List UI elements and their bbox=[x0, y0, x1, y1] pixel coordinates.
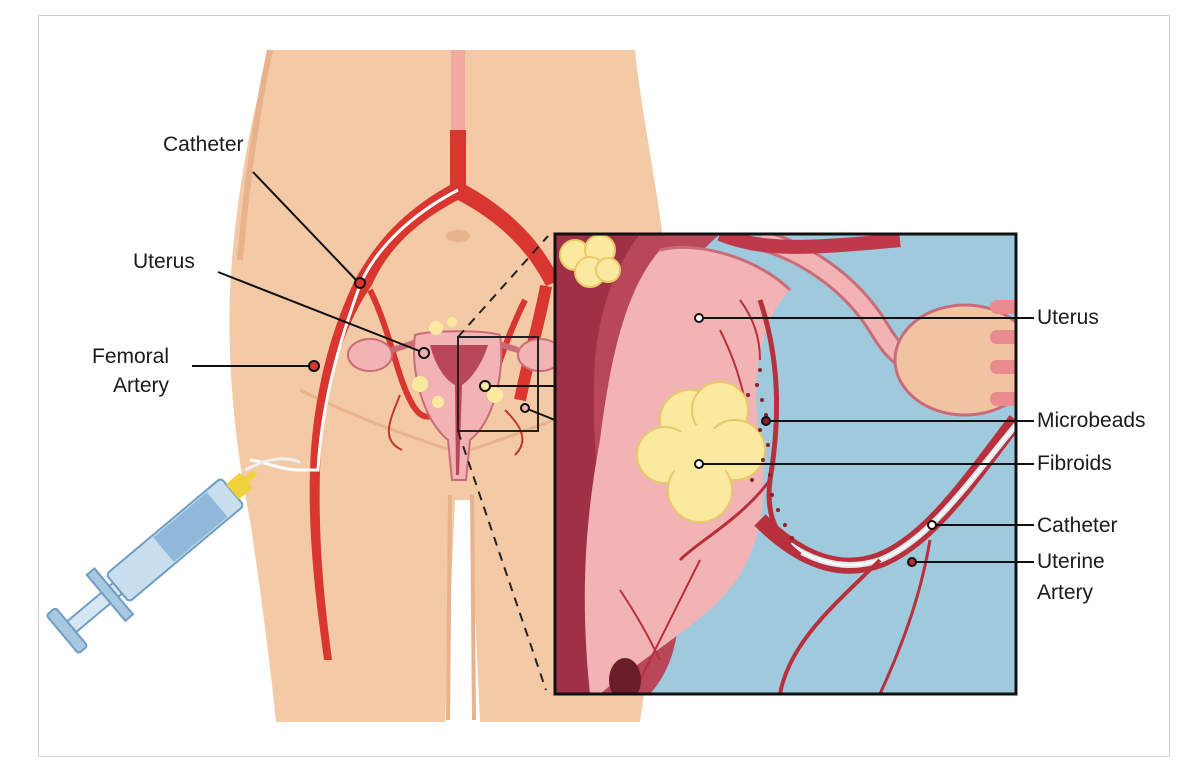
catheter-path bbox=[249, 188, 459, 472]
label-fibroids: Fibroids bbox=[1037, 452, 1112, 475]
syringe bbox=[46, 470, 258, 654]
fibroid-small bbox=[559, 234, 621, 288]
label-microbeads: Microbeads bbox=[1037, 409, 1146, 432]
label-uterine-line1: Uterine bbox=[1037, 550, 1105, 573]
leader-lines bbox=[192, 171, 1034, 563]
inset-panel bbox=[553, 232, 1018, 696]
zoom-box bbox=[457, 336, 539, 432]
catheter-tube bbox=[244, 457, 301, 472]
label-uterus-left: Uterus bbox=[133, 250, 195, 273]
label-uterine-line2: Artery bbox=[1037, 581, 1094, 604]
zoom-line-top bbox=[457, 235, 549, 338]
label-femoral-line2: Artery bbox=[113, 374, 170, 397]
label-uterus-right: Uterus bbox=[1037, 306, 1099, 329]
zoom-line-bottom bbox=[457, 430, 547, 691]
label-catheter-right: Catheter bbox=[1037, 514, 1118, 537]
label-catheter-left: Catheter bbox=[163, 133, 244, 156]
label-markers bbox=[308, 277, 937, 567]
label-femoral-line1: Femoral bbox=[92, 345, 170, 368]
microbeads-dots bbox=[746, 368, 794, 540]
